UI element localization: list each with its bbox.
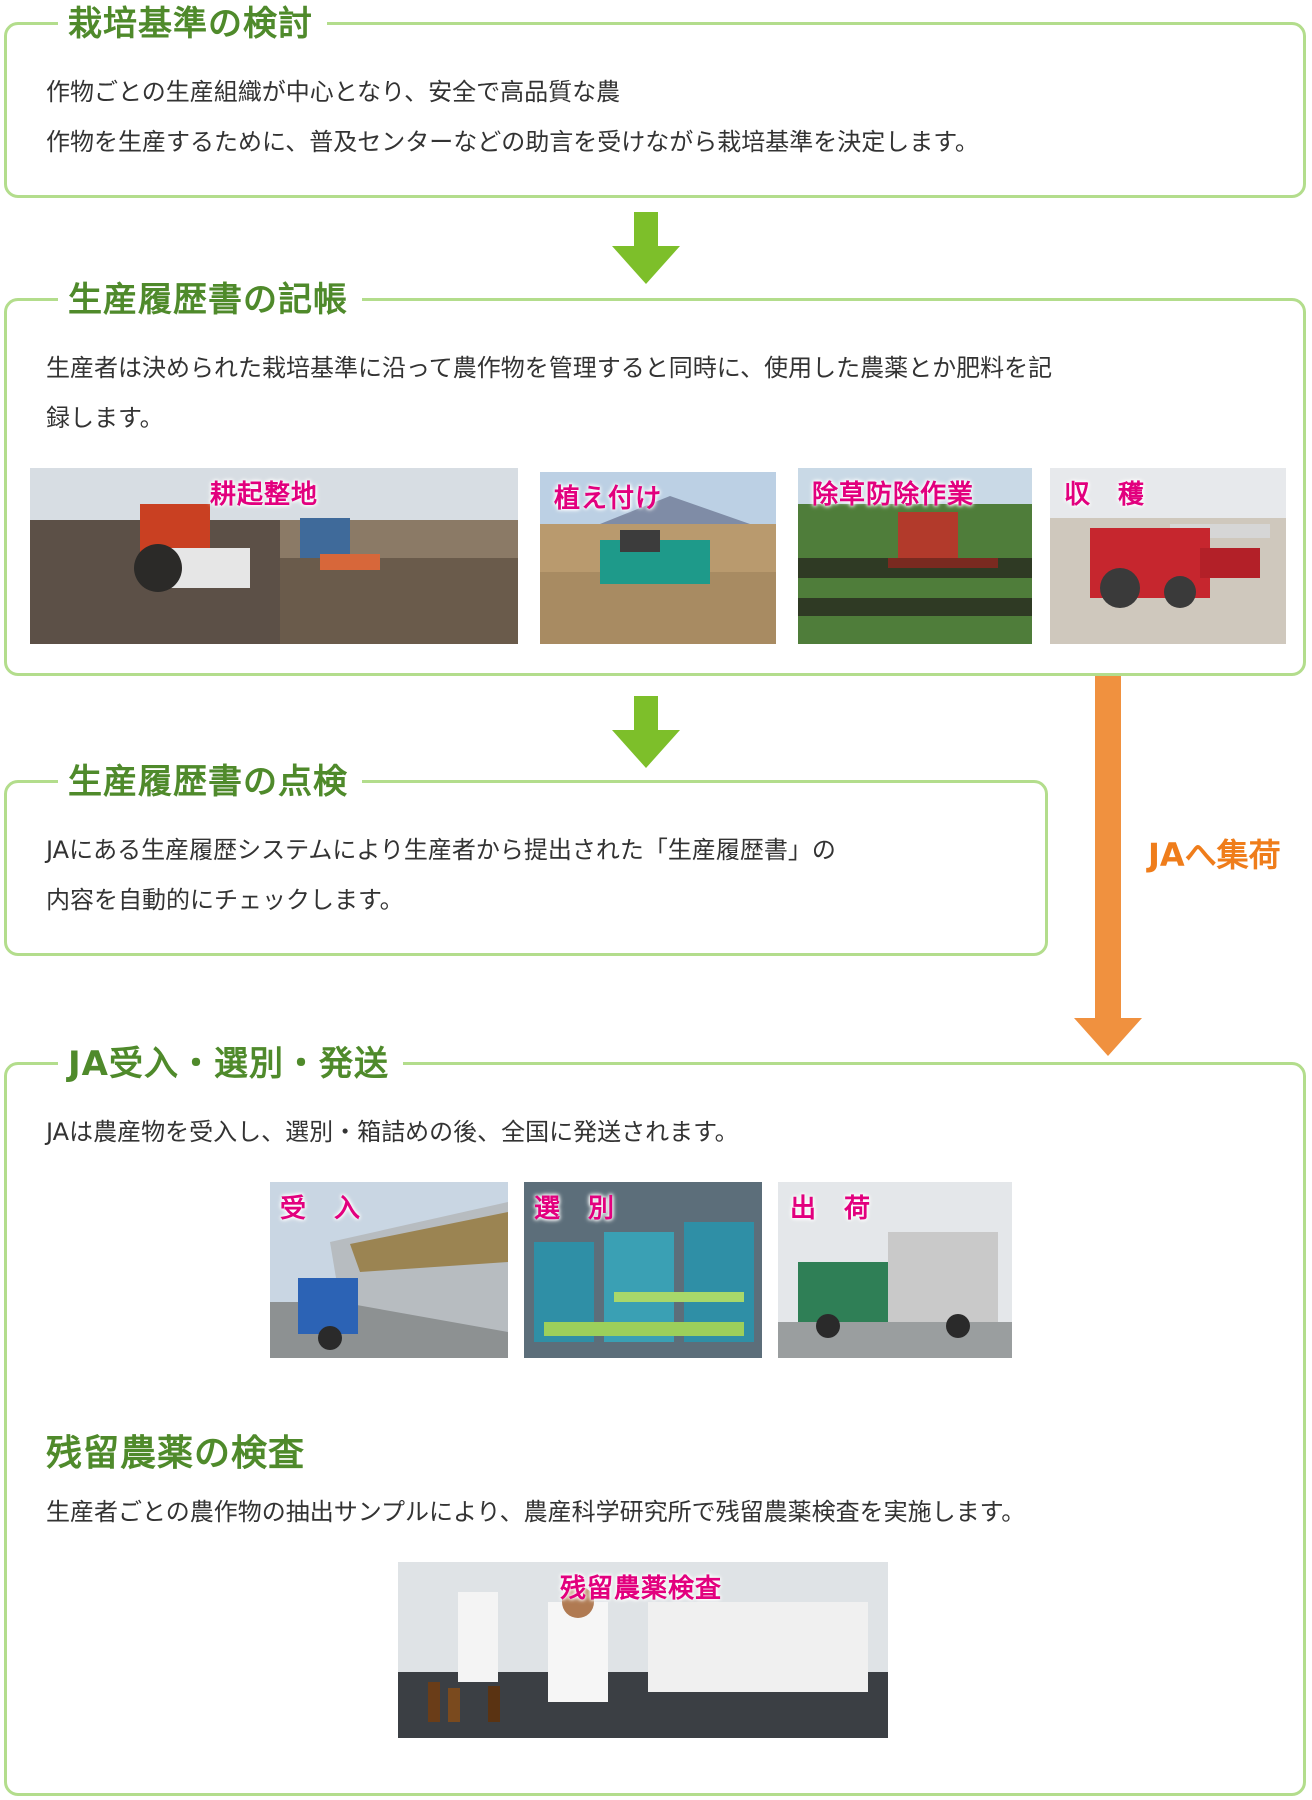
photo-label-sorting: 選 別: [534, 1188, 615, 1225]
photo-residue-test: 残留農薬検査: [398, 1562, 888, 1738]
photo-label-weeding: 除草防除作業: [812, 474, 974, 511]
photo-tilling: 耕起整地: [30, 468, 518, 644]
photo-label-residue-test: 残留農薬検査: [560, 1568, 722, 1605]
standards-text-line1: 作物ごとの生産組織が中心となり、安全で高品質な農: [46, 68, 620, 116]
record-text-line2: 録します。: [46, 394, 164, 442]
photo-sorting: 選 別: [524, 1182, 762, 1358]
record-text-line1: 生産者は決められた栽培基準に沿って農作物を管理すると同時に、使用した農薬とか肥料…: [46, 344, 1052, 392]
photo-label-tilling: 耕起整地: [210, 474, 318, 511]
residue-text-line1: 生産者ごとの農作物の抽出サンプルにより、農産科学研究所で残留農薬検査を実施します…: [46, 1488, 1025, 1536]
standards-text-line2: 作物を生産するために、普及センターなどの助言を受けながら栽培基準を決定します。: [46, 118, 979, 166]
residue-title: 残留農薬の検査: [46, 1424, 305, 1476]
photo-label-shipping: 出 荷: [790, 1188, 871, 1225]
collection-label: JAへ集荷: [1148, 830, 1281, 876]
record-title: 生産履歴書の記帳: [58, 280, 362, 320]
photo-planting: 植え付け: [540, 472, 776, 644]
check-text-line2: 内容を自動的にチェックします。: [46, 876, 404, 924]
check-text-line1: JAにある生産履歴システムにより生産者から提出された「生産履歴書」の: [46, 826, 836, 874]
down-arrow-icon: [612, 696, 680, 768]
photo-label-receiving: 受 入: [280, 1188, 361, 1225]
photo-label-harvest: 収 穫: [1064, 474, 1145, 511]
collection-arrow-icon: [1074, 676, 1142, 1056]
photo-label-planting: 植え付け: [554, 478, 662, 515]
photo-receiving: 受 入: [270, 1182, 508, 1358]
check-title: 生産履歴書の点検: [58, 762, 362, 802]
photo-weeding: 除草防除作業: [798, 468, 1032, 644]
down-arrow-icon: [612, 212, 680, 284]
shipping-text-line1: JAは農産物を受入し、選別・箱詰めの後、全国に発送されます。: [46, 1108, 739, 1156]
photo-shipping: 出 荷: [778, 1182, 1012, 1358]
photo-harvest: 収 穫: [1050, 468, 1286, 644]
shipping-title: JA受入・選別・発送: [58, 1044, 403, 1084]
standards-title: 栽培基準の検討: [58, 4, 327, 44]
